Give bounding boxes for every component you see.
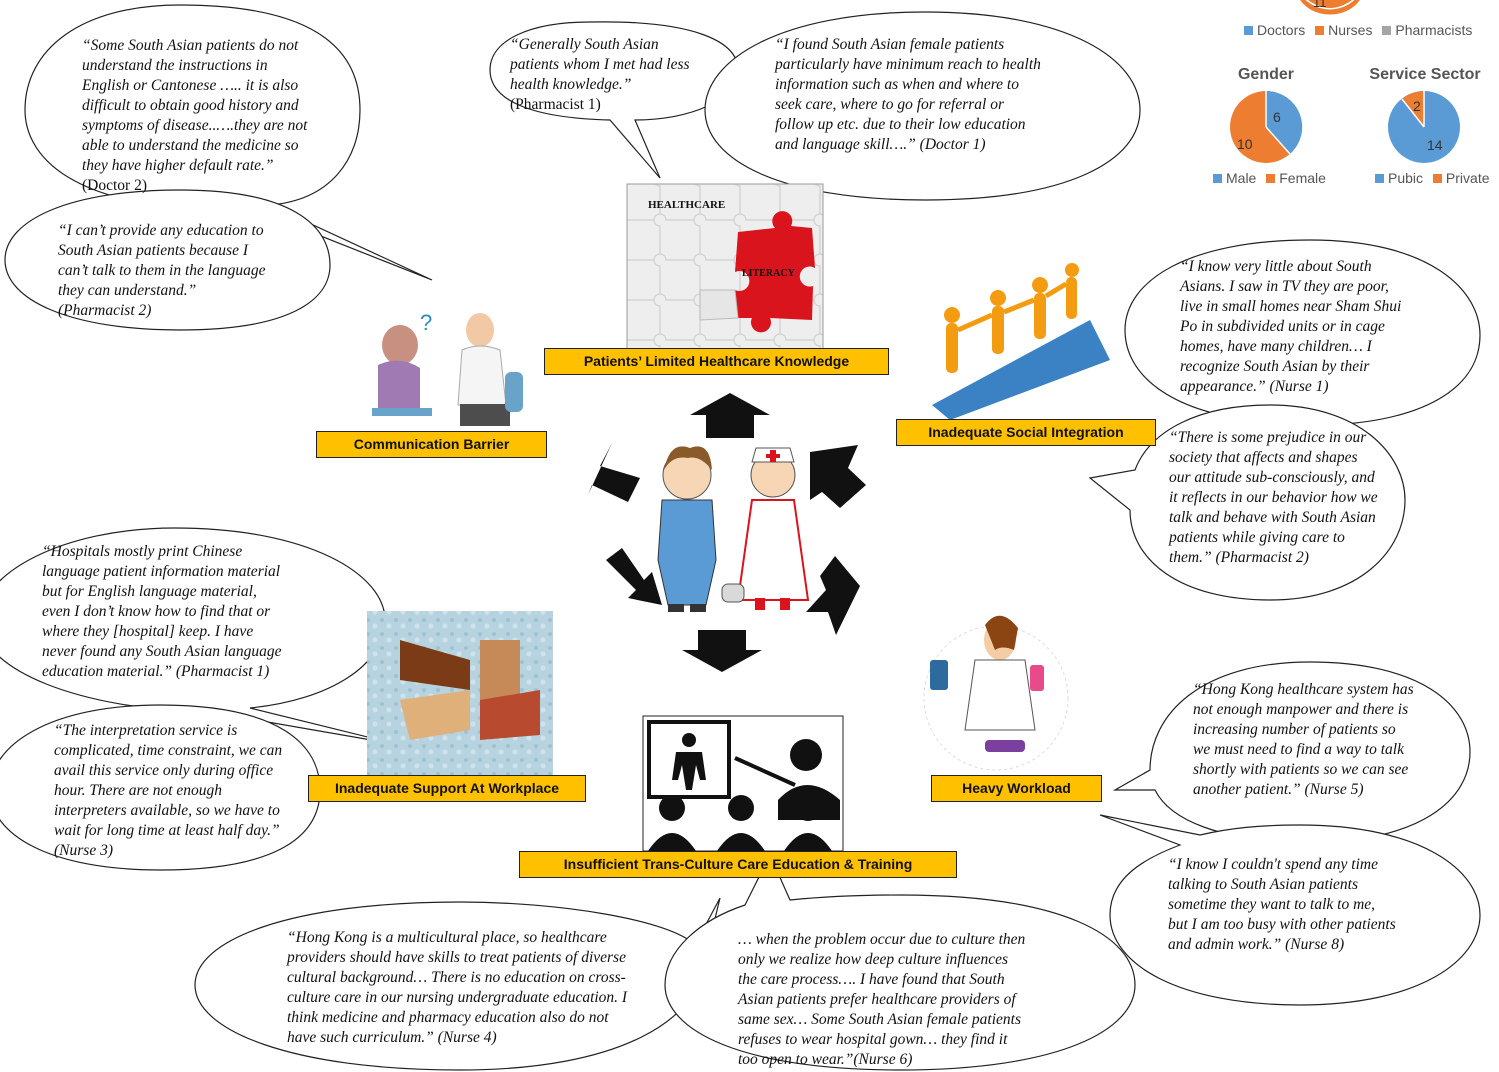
legend-swatch-doctors [1244,26,1253,35]
label-patients-knowledge: Patients’ Limited Healthcare Knowledge [544,348,889,375]
gender-pie [1230,90,1303,163]
quote-nurse6-text: … when the problem occur due to culture … [738,931,1026,1068]
quote-doctor2-text: “Some South Asian patients do not unders… [82,37,308,174]
legend-swatch-public [1375,174,1384,183]
speech-bubbles [0,4,1481,1071]
quote-pharmacist2-social-text: “There is some prejudice in our society … [1169,429,1378,566]
communication-barrier-image: ? [372,310,523,426]
sector-public-value: 14 [1427,137,1443,153]
education-training-image [642,715,844,852]
quote-nurse6: … when the problem occur due to culture … [738,930,1078,1070]
service-sector-pie [1388,91,1460,163]
bubble-nurse6 [664,853,1136,1071]
label-communication-barrier: Communication Barrier [316,431,547,458]
arrows [588,393,866,672]
legend-swatch-nurses [1315,26,1325,35]
legend-nurses: Nurses [1328,22,1373,38]
quote-nurse5: “Hong Kong healthcare system has not eno… [1193,680,1453,800]
quote-doctor2-source: (Doctor 2) [82,177,147,194]
svg-text:?: ? [420,310,432,335]
gender-legend: Male Female [1213,170,1332,186]
gender-male-value: 6 [1273,109,1281,125]
bubble-pharmacist1-knowledge [489,21,739,179]
doctor-nurse-image [657,446,810,612]
sector-legend: Pubic Private [1375,170,1496,186]
puzzle-text-healthcare: HEALTHCARE [648,199,726,211]
workplace-support-image [367,611,553,777]
quote-nurse3-text: “The interpretation service is complicat… [54,722,283,859]
gender-chart-title: Gender [1237,66,1294,83]
legend-pharmacists: Pharmacists [1395,22,1473,38]
quote-pharmacist1-support-text: “Hospitals mostly print Chinese language… [42,543,282,680]
gender-female-value: 10 [1237,136,1253,152]
nurses-value: 11 [1313,0,1327,10]
service-sector-chart-title: Service Sector [1369,66,1481,83]
quote-pharmacist1-support: “Hospitals mostly print Chinese language… [42,542,342,682]
social-integration-image [932,263,1110,420]
role-legend: Doctors Nurses Pharmacists [1244,22,1478,38]
heavy-workload-image [923,615,1069,771]
quote-nurse8-text: “I know I couldn't spend any time talkin… [1168,856,1396,953]
quote-pharmacist2-comm: “I can’t provide any education to South … [58,221,318,321]
sector-private-value: 2 [1413,98,1421,114]
nurses-pie-slice [1300,0,1360,15]
quote-pharmacist2-social: “There is some prejudice in our society … [1169,428,1409,568]
quote-pharmacist2-comm-text: “I can’t provide any education to South … [58,222,266,319]
quote-pharmacist1-knowledge-source: (Pharmacist 1) [510,96,601,113]
quote-nurse3: “The interpretation service is complicat… [54,721,334,861]
bubble-pharmacist2-comm [4,189,331,331]
label-education-training: Insufficient Trans-Culture Care Educatio… [519,851,957,878]
legend-public: Pubic [1388,170,1424,186]
bubble-doctor1 [704,11,1141,201]
quote-nurse5-text: “Hong Kong healthcare system has not eno… [1193,681,1414,798]
bubble-nurse4 [194,897,721,1071]
legend-male: Male [1226,170,1257,186]
bubble-nurse8 [1099,814,1481,1006]
legend-female: Female [1279,170,1326,186]
label-workplace-support: Inadequate Support At Workplace [308,775,586,802]
puzzle-text-literacy: LITERACY [742,268,795,279]
label-heavy-workload: Heavy Workload [931,775,1102,802]
legend-swatch-pharmacists [1382,26,1392,35]
bubble-pharmacist2-social [1088,404,1406,601]
quote-pharmacist1-knowledge: “Generally South Asian patients whom I m… [510,35,730,115]
quote-nurse8: “I know I couldn't spend any time talkin… [1168,855,1438,955]
quote-nurse4-text: “Hong Kong is a multicultural place, so … [287,929,628,1046]
legend-doctors: Doctors [1257,22,1306,38]
quote-pharmacist1-knowledge-text: “Generally South Asian patients whom I m… [510,36,690,93]
legend-swatch-female [1266,174,1276,183]
legend-private: Private [1445,170,1490,186]
label-social-integration: Inadequate Social Integration [896,419,1156,446]
quote-nurse1-text: “I know very little about South Asians. … [1180,258,1402,395]
legend-swatch-private [1432,174,1442,183]
quote-doctor1: “I found South Asian female patients par… [775,35,1095,155]
quote-doctor1-text: “I found South Asian female patients par… [775,36,1041,153]
quote-nurse4: “Hong Kong is a multicultural place, so … [287,928,687,1048]
legend-swatch-male [1213,174,1222,183]
quote-doctor2: “Some South Asian patients do not unders… [82,36,352,196]
quote-nurse1: “I know very little about South Asians. … [1180,257,1420,397]
healthcare-literacy-image [626,183,824,350]
bubble-nurse3 [0,704,321,871]
